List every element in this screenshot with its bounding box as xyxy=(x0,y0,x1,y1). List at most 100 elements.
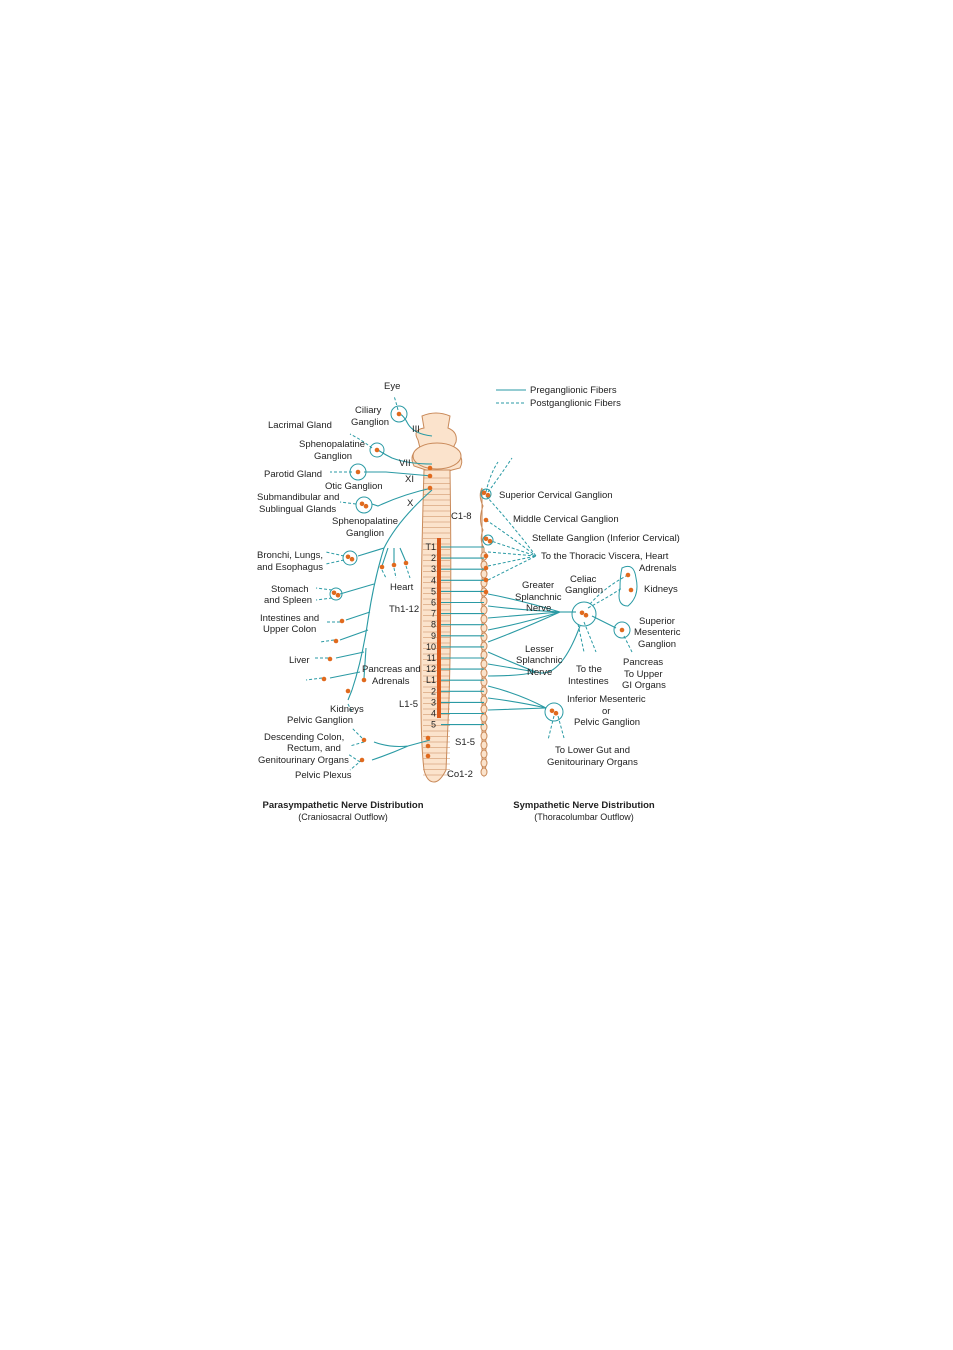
region-th1-12: Th1-12 xyxy=(389,604,419,615)
label-kidneys: Kidneys xyxy=(330,704,364,715)
brainstem xyxy=(411,412,463,475)
ganglion-cell xyxy=(625,572,631,578)
cord-region-labels: C1-8 Th1-12 L1-5 S1-5 Co1-2 xyxy=(389,511,475,780)
chain-bead xyxy=(480,713,488,723)
label-pancreas-1: Pancreas and xyxy=(362,664,421,675)
ganglion-ring xyxy=(613,621,631,639)
lesser-splanchnic-nerve-fibers xyxy=(487,651,537,677)
ganglion-cell xyxy=(345,554,351,560)
eye-postganglionic xyxy=(393,395,399,411)
label-submandibular-2: Sublingual Glands xyxy=(259,504,336,515)
ganglion-cell xyxy=(427,473,433,479)
chain-bead xyxy=(480,758,488,768)
legend-preganglionic-label: Preganglionic Fibers xyxy=(530,385,617,396)
label-sphenopalatine2-1: Sphenopalatine xyxy=(332,516,398,527)
ganglion-cell xyxy=(425,743,431,749)
segment-label: 9 xyxy=(431,631,436,641)
ganglion-cell xyxy=(374,447,380,453)
region-c1-8: C1-8 xyxy=(451,511,472,522)
label-pancreas-right-3: GI Organs xyxy=(622,680,666,691)
cn-submand-fiber xyxy=(371,487,433,507)
label-descending-2: Rectum, and xyxy=(287,743,341,754)
label-greater-3: Nerve xyxy=(526,603,551,614)
ganglion-cell xyxy=(425,753,431,759)
label-stellate: Stellate Ganglion (Inferior Cervical) xyxy=(532,533,680,544)
ganglion-cell xyxy=(481,490,487,496)
ganglion-cell xyxy=(483,577,489,583)
lumbar-splanchnic-fibers xyxy=(487,685,547,711)
ganglion-cell xyxy=(619,627,625,633)
label-submandibular-1: Submandibular and xyxy=(257,492,339,503)
chain-bead xyxy=(480,767,488,777)
label-inf-mes-3: Pelvic Ganglion xyxy=(574,717,640,728)
ganglion-cell xyxy=(361,737,367,743)
ganglion-cell xyxy=(483,553,489,559)
label-middle-cervical: Middle Cervical Ganglion xyxy=(513,514,619,525)
ganglion-cell xyxy=(427,465,433,471)
ganglion-ring xyxy=(369,442,385,458)
chain-bead xyxy=(480,623,488,633)
ganglion-cell xyxy=(333,638,339,644)
chain-bead xyxy=(480,668,488,678)
thoracic-viscera-postganglionic xyxy=(485,495,537,581)
label-lower-gut-2: Genitourinary Organs xyxy=(547,757,638,768)
ganglion-cell xyxy=(339,618,345,624)
chain-bead xyxy=(480,749,488,759)
label-adrenals: Adrenals xyxy=(639,563,677,574)
segment-label: 3 xyxy=(431,564,436,574)
label-sphenopalatine2-2: Ganglion xyxy=(346,528,384,539)
ganglion-cell xyxy=(327,656,333,662)
chain-bead xyxy=(480,677,488,687)
kidney-postganglionic xyxy=(347,703,353,713)
label-lower-gut-1: To Lower Gut and xyxy=(555,745,630,756)
celiac-to-superior-mesenteric xyxy=(591,615,617,629)
label-bronchi-2: and Esophagus xyxy=(257,562,323,573)
segment-label: 2 xyxy=(431,553,436,563)
ganglion-ring xyxy=(355,496,373,514)
segment-label: 8 xyxy=(431,620,436,630)
greater-splanchnic-nerve-fibers xyxy=(487,593,561,643)
vagus-liver-branches xyxy=(329,651,365,679)
ganglion-cell xyxy=(363,503,369,509)
sympathetic-chain-beads xyxy=(480,551,488,777)
intestine-postganglionic xyxy=(319,621,340,643)
chain-bead xyxy=(480,740,488,750)
label-pelvic-plexus: Pelvic Plexus xyxy=(295,770,352,781)
ganglion-cell xyxy=(485,492,491,498)
label-pancreas-2: Adrenals xyxy=(372,676,410,687)
chain-bead xyxy=(480,650,488,660)
chain-bead xyxy=(480,632,488,642)
ganglion-ring xyxy=(544,702,564,722)
vagus-bronchi-branch xyxy=(357,547,385,557)
label-descending-1: Descending Colon, xyxy=(264,732,344,743)
ganglion-cell xyxy=(427,485,433,491)
label-liver: Liver xyxy=(289,655,310,666)
segment-label: 10 xyxy=(426,642,436,652)
chain-bead xyxy=(480,704,488,714)
chain-bead xyxy=(480,641,488,651)
label-celiac-1: Celiac xyxy=(570,574,597,585)
cn-x-label: X xyxy=(407,498,414,509)
caption-right-sub: (Thoracolumbar Outflow) xyxy=(534,812,634,822)
ganglion-cell xyxy=(355,469,361,475)
label-pancreas-right-2: To Upper xyxy=(624,669,663,680)
label-pancreas-right-1: Pancreas xyxy=(623,657,663,668)
ganglion-cell xyxy=(361,677,367,683)
ganglion-cell xyxy=(359,757,365,763)
bronchi-postganglionic xyxy=(325,551,345,565)
label-superior-cervical: Superior Cervical Ganglion xyxy=(499,490,613,501)
chain-bead xyxy=(480,605,488,615)
ganglion-cell xyxy=(579,610,585,616)
pons-shape xyxy=(412,442,462,470)
region-co1-2: Co1-2 xyxy=(447,769,473,780)
spinal-cord-body xyxy=(420,469,452,783)
cn-iii-label: III xyxy=(412,424,420,435)
sympathetic-trunk xyxy=(479,487,488,778)
ganglion-cell xyxy=(349,556,355,562)
ganglion-cell xyxy=(425,735,431,741)
segment-label: 2 xyxy=(431,686,436,696)
segment-label: 3 xyxy=(431,697,436,707)
ganglion-ring xyxy=(480,488,492,500)
